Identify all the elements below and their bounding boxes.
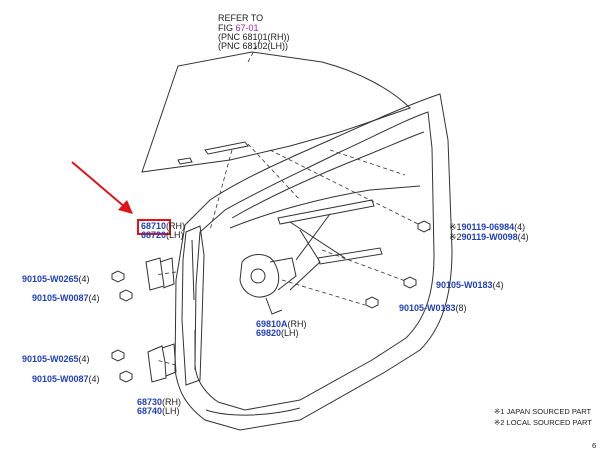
regulator-bracket [265, 297, 283, 315]
right-part-4: 90105-W0183(8) [399, 303, 467, 313]
lh-suffix: (LH) [166, 230, 184, 240]
pointer-arrow-shaft [71, 161, 127, 209]
beltline [229, 185, 421, 229]
footnote-japan-sourced: ※1 JAPAN SOURCED PART [494, 407, 592, 416]
regulator-lh-label: 69820(LH) [256, 328, 299, 338]
part-link[interactable]: 90119-W0098 [461, 232, 518, 242]
upper-hinge-rh-label: 68710(RH) [141, 221, 185, 231]
door-bottom-seal [205, 407, 301, 416]
right-part-1: ※190119-06984(4) [449, 222, 525, 232]
nut-glyph-2 [403, 276, 417, 289]
part-link[interactable]: 90105-W0087 [32, 293, 89, 303]
bolt-glyph-2 [119, 289, 133, 302]
part-link[interactable]: 90105-W0265 [22, 354, 79, 364]
left-bolt-2: 90105-W0087(4) [32, 293, 100, 303]
door-inner-panel [194, 111, 435, 411]
qty: (4) [88, 293, 100, 303]
upper-hinge-lh-label: 68720(LH) [141, 230, 184, 240]
qty: (4) [78, 274, 90, 284]
page-number-fragment: 6 [592, 441, 597, 450]
lower-hinge [147, 345, 167, 383]
regulator-arm-2 [295, 213, 331, 261]
motor-gear [269, 257, 297, 291]
lh-suffix: (LH) [281, 328, 299, 338]
left-bolt-4: 90105-W0087(4) [32, 374, 100, 384]
fig-link[interactable]: 67-01 [235, 23, 259, 33]
qty: (4) [517, 232, 529, 242]
rh-suffix: (RH) [162, 397, 182, 407]
bolt-glyph-4 [119, 370, 133, 383]
qty: (4) [514, 222, 526, 232]
source-mark: ※2 [449, 232, 462, 242]
right-part-2: ※290119-W0098(4) [449, 232, 529, 242]
part-link[interactable]: 90105-W0087 [32, 374, 89, 384]
part-68740-link[interactable]: 68740 [137, 406, 163, 416]
left-bolt-3: 90105-W0265(4) [22, 354, 90, 364]
window-glass [141, 51, 411, 173]
part-link[interactable]: 90105-W0183 [399, 303, 456, 313]
footnote-local-sourced: ※2 LOCAL SOURCED PART [494, 418, 592, 427]
rh-suffix: (RH) [287, 319, 307, 329]
part-68710-link[interactable]: 68710 [141, 221, 167, 231]
nut-glyph-3 [365, 296, 379, 309]
glass-clip [177, 157, 193, 165]
refer-fig-line: FIG 67-01 [218, 23, 259, 33]
regulator-arm-3 [289, 229, 321, 291]
door-outer-frame [174, 93, 453, 431]
source-mark: ※1 [449, 222, 462, 232]
refer-to-line: REFER TO [218, 13, 263, 23]
bolt-glyph-3 [111, 349, 125, 362]
lower-hinge-rh-label: 68730(RH) [137, 397, 181, 407]
part-link[interactable]: 90105-W0265 [22, 274, 79, 284]
upper-hinge-leaf [159, 257, 175, 289]
part-68720-link[interactable]: 68720 [141, 230, 167, 240]
part-68730-link[interactable]: 68730 [137, 397, 163, 407]
left-bolt-1: 90105-W0265(4) [22, 274, 90, 284]
regulator-arm-1 [289, 221, 346, 259]
bolt-glyph-1 [111, 270, 125, 283]
rh-suffix: (RH) [166, 221, 186, 231]
qty: (8) [455, 303, 467, 313]
right-part-3: 90105-W0183(4) [436, 280, 504, 290]
part-69820-link[interactable]: 69820 [256, 328, 282, 338]
refer-pnc-lh: (PNC 68102(LH)) [218, 41, 289, 51]
sash-inner [231, 131, 425, 219]
highlight-box [137, 219, 171, 235]
lower-hinge-leaf [161, 343, 177, 377]
regulator-rail-upper [277, 199, 375, 225]
refer-fig-prefix: FIG [218, 23, 236, 33]
refer-pnc-rh: (PNC 68101(RH)) [218, 32, 290, 42]
glass-bracket [204, 141, 249, 155]
part-69810a-link[interactable]: 69810A [256, 319, 288, 329]
part-link[interactable]: 90119-06984 [461, 222, 515, 232]
qty: (4) [78, 354, 90, 364]
nut-glyph-1 [417, 220, 431, 233]
qty: (4) [492, 280, 504, 290]
regulator-rh-label: 69810A(RH) [256, 319, 307, 329]
qty: (4) [88, 374, 100, 384]
pillar-detail [191, 239, 196, 370]
pointer-arrow-head [118, 200, 133, 214]
lower-hinge-lh-label: 68740(LH) [137, 406, 180, 416]
hinge-pillar [181, 225, 205, 386]
refer-to-text: REFER TO [218, 13, 264, 23]
regulator-motor [239, 254, 280, 298]
upper-hinge [145, 257, 165, 291]
regulator-rail-lower [317, 247, 383, 265]
lh-suffix: (LH) [162, 406, 180, 416]
part-link[interactable]: 90105-W0183 [436, 280, 493, 290]
